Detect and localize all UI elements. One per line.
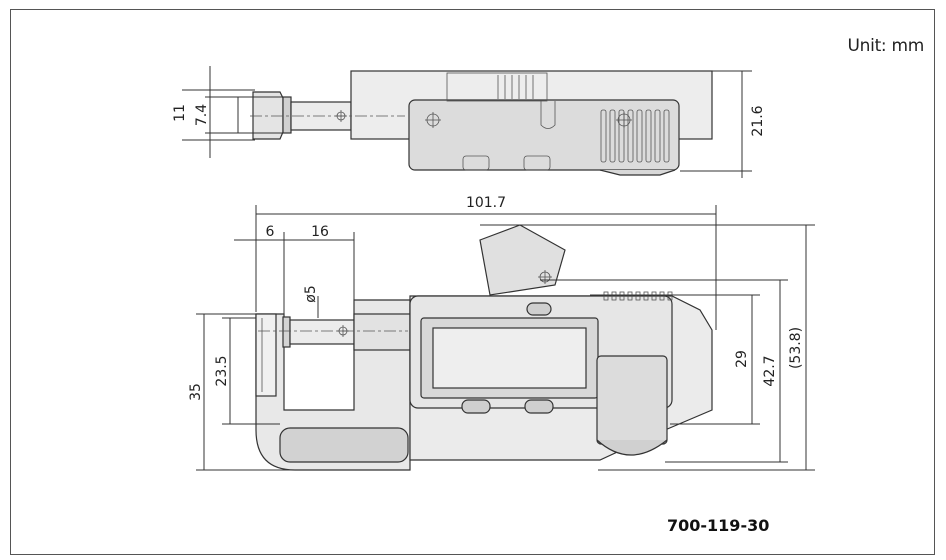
top-view: 11 7.4 21.6 [172,66,766,178]
dim-anvil-offset: 6 [266,224,275,240]
unit-label: Unit: mm [847,36,925,56]
top-thumb-roller [599,169,676,176]
front-button-1 [461,399,491,414]
dim-spindle-reach: 16 [311,224,329,240]
dim-top-spindle-diameter: 7.4 [194,104,210,126]
top-lever [446,72,548,102]
dim-overall-length: 101.7 [466,195,506,211]
dim-body-height: 42.7 [762,355,778,386]
front-spindle [289,319,355,345]
top-clip [540,101,556,129]
top-screw-1 [425,112,441,128]
front-top-button [526,302,552,316]
drawing-frame [10,9,935,555]
front-top-grip [603,291,673,301]
front-anvil [255,313,277,397]
top-grip-ribs [600,109,670,163]
front-lcd [432,327,587,389]
dim-spindle-diameter: ø5 [303,285,319,302]
top-button-2 [523,155,551,171]
front-lever [479,224,566,296]
model-number: 700-119-30 [667,516,770,535]
dim-frame-height: 35 [188,383,204,401]
dim-top-spindle-overall: 11 [172,104,188,122]
front-spindle-sleeve [353,313,411,351]
dim-top-depth: 21.6 [750,105,766,136]
top-display-housing [408,99,680,171]
top-lever-grip [497,75,534,99]
front-thumb-roller-housing [596,355,668,445]
dim-overall-height: (53.8) [788,327,804,369]
dim-throat-height: 23.5 [214,355,230,386]
top-spindle-head [252,91,284,140]
front-dim-lines [196,205,815,471]
top-screw-2 [616,112,632,128]
front-lever-center [538,270,552,284]
top-spindle-collar [282,96,292,134]
top-button-1 [462,155,490,171]
front-button-2 [524,399,554,414]
front-view: 101.7 6 16 ø5 35 23.5 29 42.7 (53.8) [188,195,815,471]
front-frame-window [279,427,409,463]
front-thumb-roller [596,439,668,456]
front-spindle-tip [282,316,291,348]
top-dim-lines [182,66,752,178]
dim-display-height: 29 [734,350,750,368]
